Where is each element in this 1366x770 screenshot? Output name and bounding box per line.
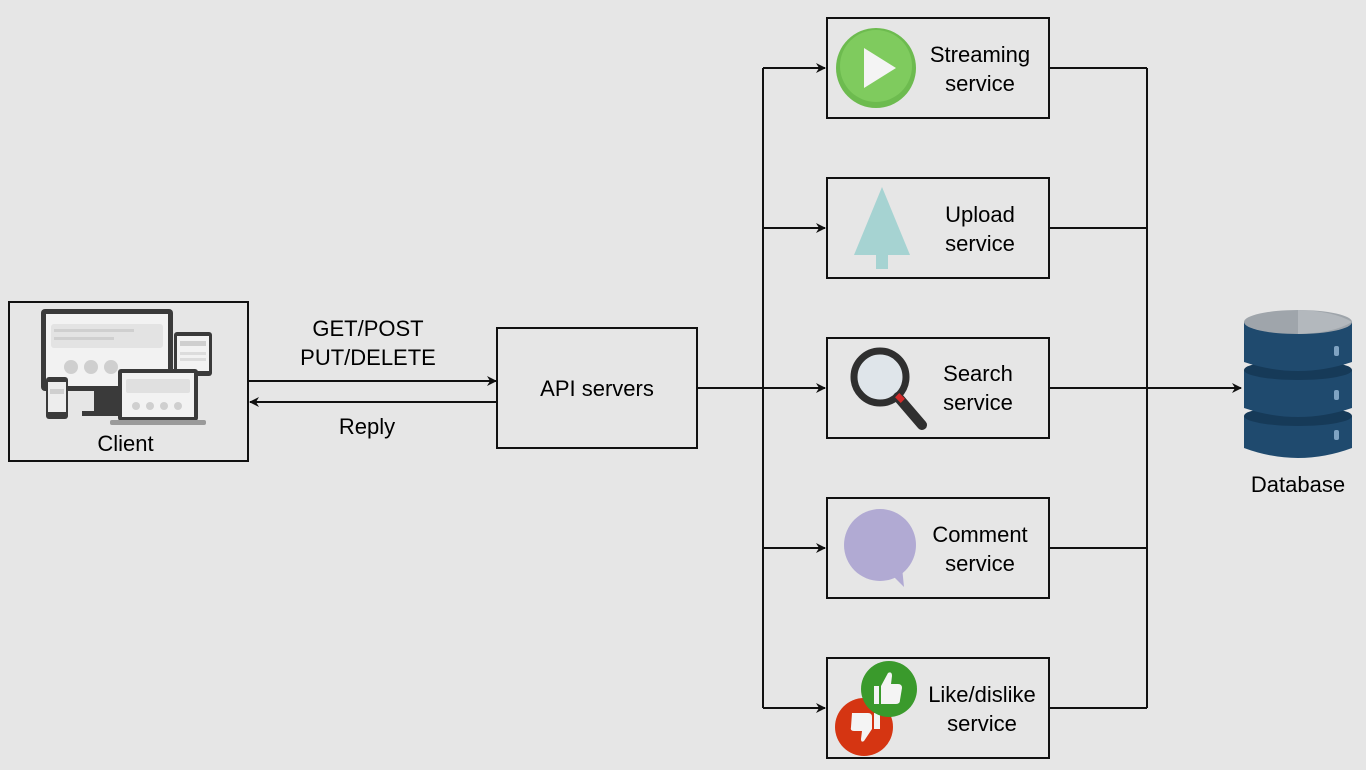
speech-bubble-icon <box>844 509 916 587</box>
upload-service-label-2: service <box>945 231 1015 256</box>
client-box: Client <box>8 301 249 462</box>
thumbs-up-icon <box>861 661 917 717</box>
comment-service-box: Comment service <box>826 497 1050 599</box>
database-icon <box>1244 310 1352 458</box>
request-label-methods-2: PUT/DELETE <box>300 345 436 370</box>
streaming-service-box: Streaming service <box>826 17 1050 119</box>
streaming-service-label-2: service <box>945 71 1015 96</box>
upload-service-box: Upload service <box>826 177 1050 279</box>
comment-service-label-1: Comment <box>932 522 1028 547</box>
upload-service-label-1: Upload <box>945 202 1015 227</box>
api-servers-box: API servers <box>496 327 698 449</box>
like-dislike-service-box: Like/dislike service <box>826 657 1050 759</box>
client-label: Client <box>97 431 154 456</box>
database-label: Database <box>1250 472 1346 497</box>
upload-arrow-icon <box>854 187 910 269</box>
reply-label: Reply <box>338 414 396 439</box>
like-dislike-service-label-1: Like/dislike <box>928 682 1036 707</box>
play-icon <box>836 28 916 108</box>
devices-icon <box>41 309 212 425</box>
streaming-service-label-1: Streaming <box>929 42 1031 67</box>
request-label-methods-1: GET/POST <box>312 316 424 341</box>
search-service-label-2: service <box>943 390 1013 415</box>
magnifier-icon <box>850 347 927 430</box>
like-dislike-service-label-2: service <box>947 711 1017 736</box>
comment-service-label-2: service <box>945 551 1015 576</box>
api-servers-label: API servers <box>540 376 654 401</box>
search-service-label-1: Search <box>943 361 1013 386</box>
search-service-box: Search service <box>826 337 1050 439</box>
